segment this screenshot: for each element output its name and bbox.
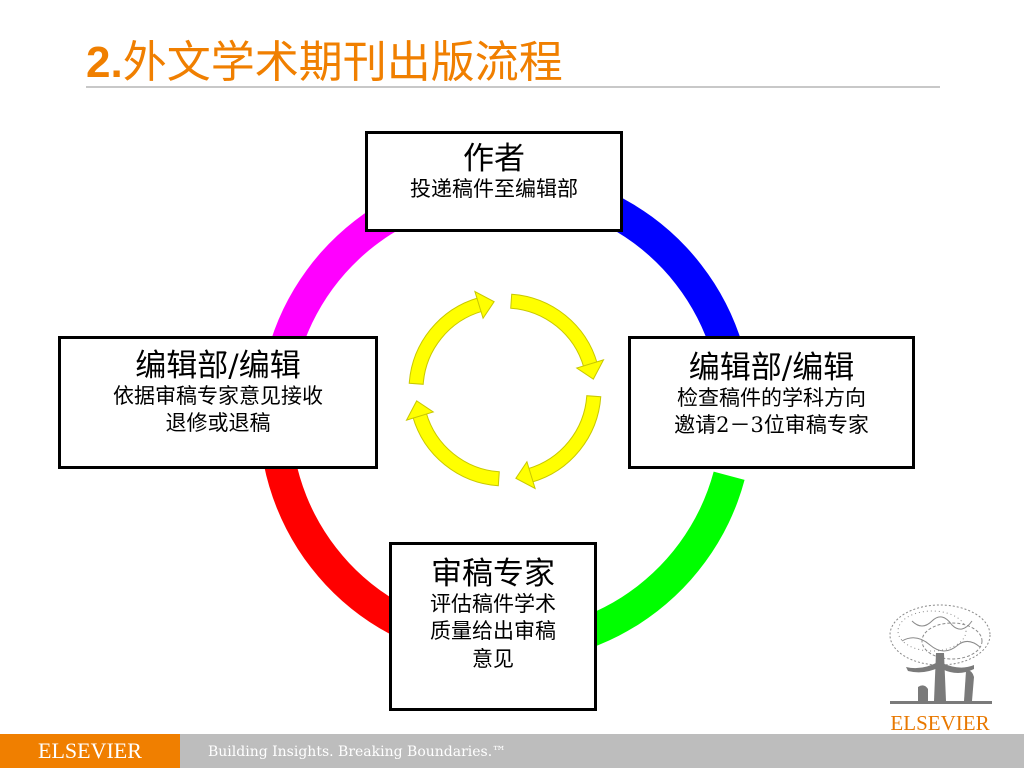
arrow-head (575, 359, 605, 380)
elsevier-logo-text: ELSEVIER (890, 711, 990, 735)
node-line: 邀请2－3位审稿专家 (674, 413, 869, 438)
footer-bar: ELSEVIER Building Insights. Breaking Bou… (0, 734, 1024, 768)
node-line: 评估稿件学术 (430, 592, 556, 617)
title-number: 2. (86, 38, 123, 87)
inner-arrow (412, 411, 500, 487)
arrow-head (405, 400, 435, 421)
footer-brand: ELSEVIER (0, 734, 180, 768)
tree-logo-icon (889, 604, 992, 704)
node-editor-left: 编辑部/编辑 依据审稿专家意见接收 退修或退稿 (58, 336, 378, 469)
node-line: 意见 (472, 646, 514, 671)
node-author: 作者 投递稿件至编辑部 (365, 131, 623, 232)
node-editor-right: 编辑部/编辑 检查稿件的学科方向 邀请2－3位审稿专家 (628, 336, 915, 469)
inner-arrow (526, 395, 602, 483)
node-heading: 编辑部/编辑 (135, 348, 301, 384)
slide-title: 2.外文学术期刊出版流程 (86, 26, 563, 90)
node-line: 退修或退稿 (165, 411, 271, 436)
node-line: 投递稿件至编辑部 (410, 177, 578, 202)
node-heading: 审稿专家 (431, 556, 555, 592)
inner-arrow-ring (405, 290, 605, 490)
node-line: 质量给出审稿 (430, 619, 556, 644)
inner-arrow (510, 293, 598, 369)
title-divider (86, 86, 940, 88)
node-heading: 编辑部/编辑 (688, 350, 855, 386)
node-heading: 作者 (463, 141, 525, 177)
arrow-head (474, 290, 495, 320)
node-line: 检查稿件的学科方向 (677, 386, 866, 411)
footer-tagline: Building Insights. Breaking Boundaries.™ (208, 744, 507, 760)
inner-arrow (408, 297, 484, 385)
arrow-head (515, 460, 536, 490)
node-line: 依据审稿专家意见接收 (113, 384, 323, 409)
title-text: 外文学术期刊出版流程 (122, 37, 563, 88)
node-reviewer: 审稿专家 评估稿件学术 质量给出审稿 意见 (389, 542, 597, 711)
